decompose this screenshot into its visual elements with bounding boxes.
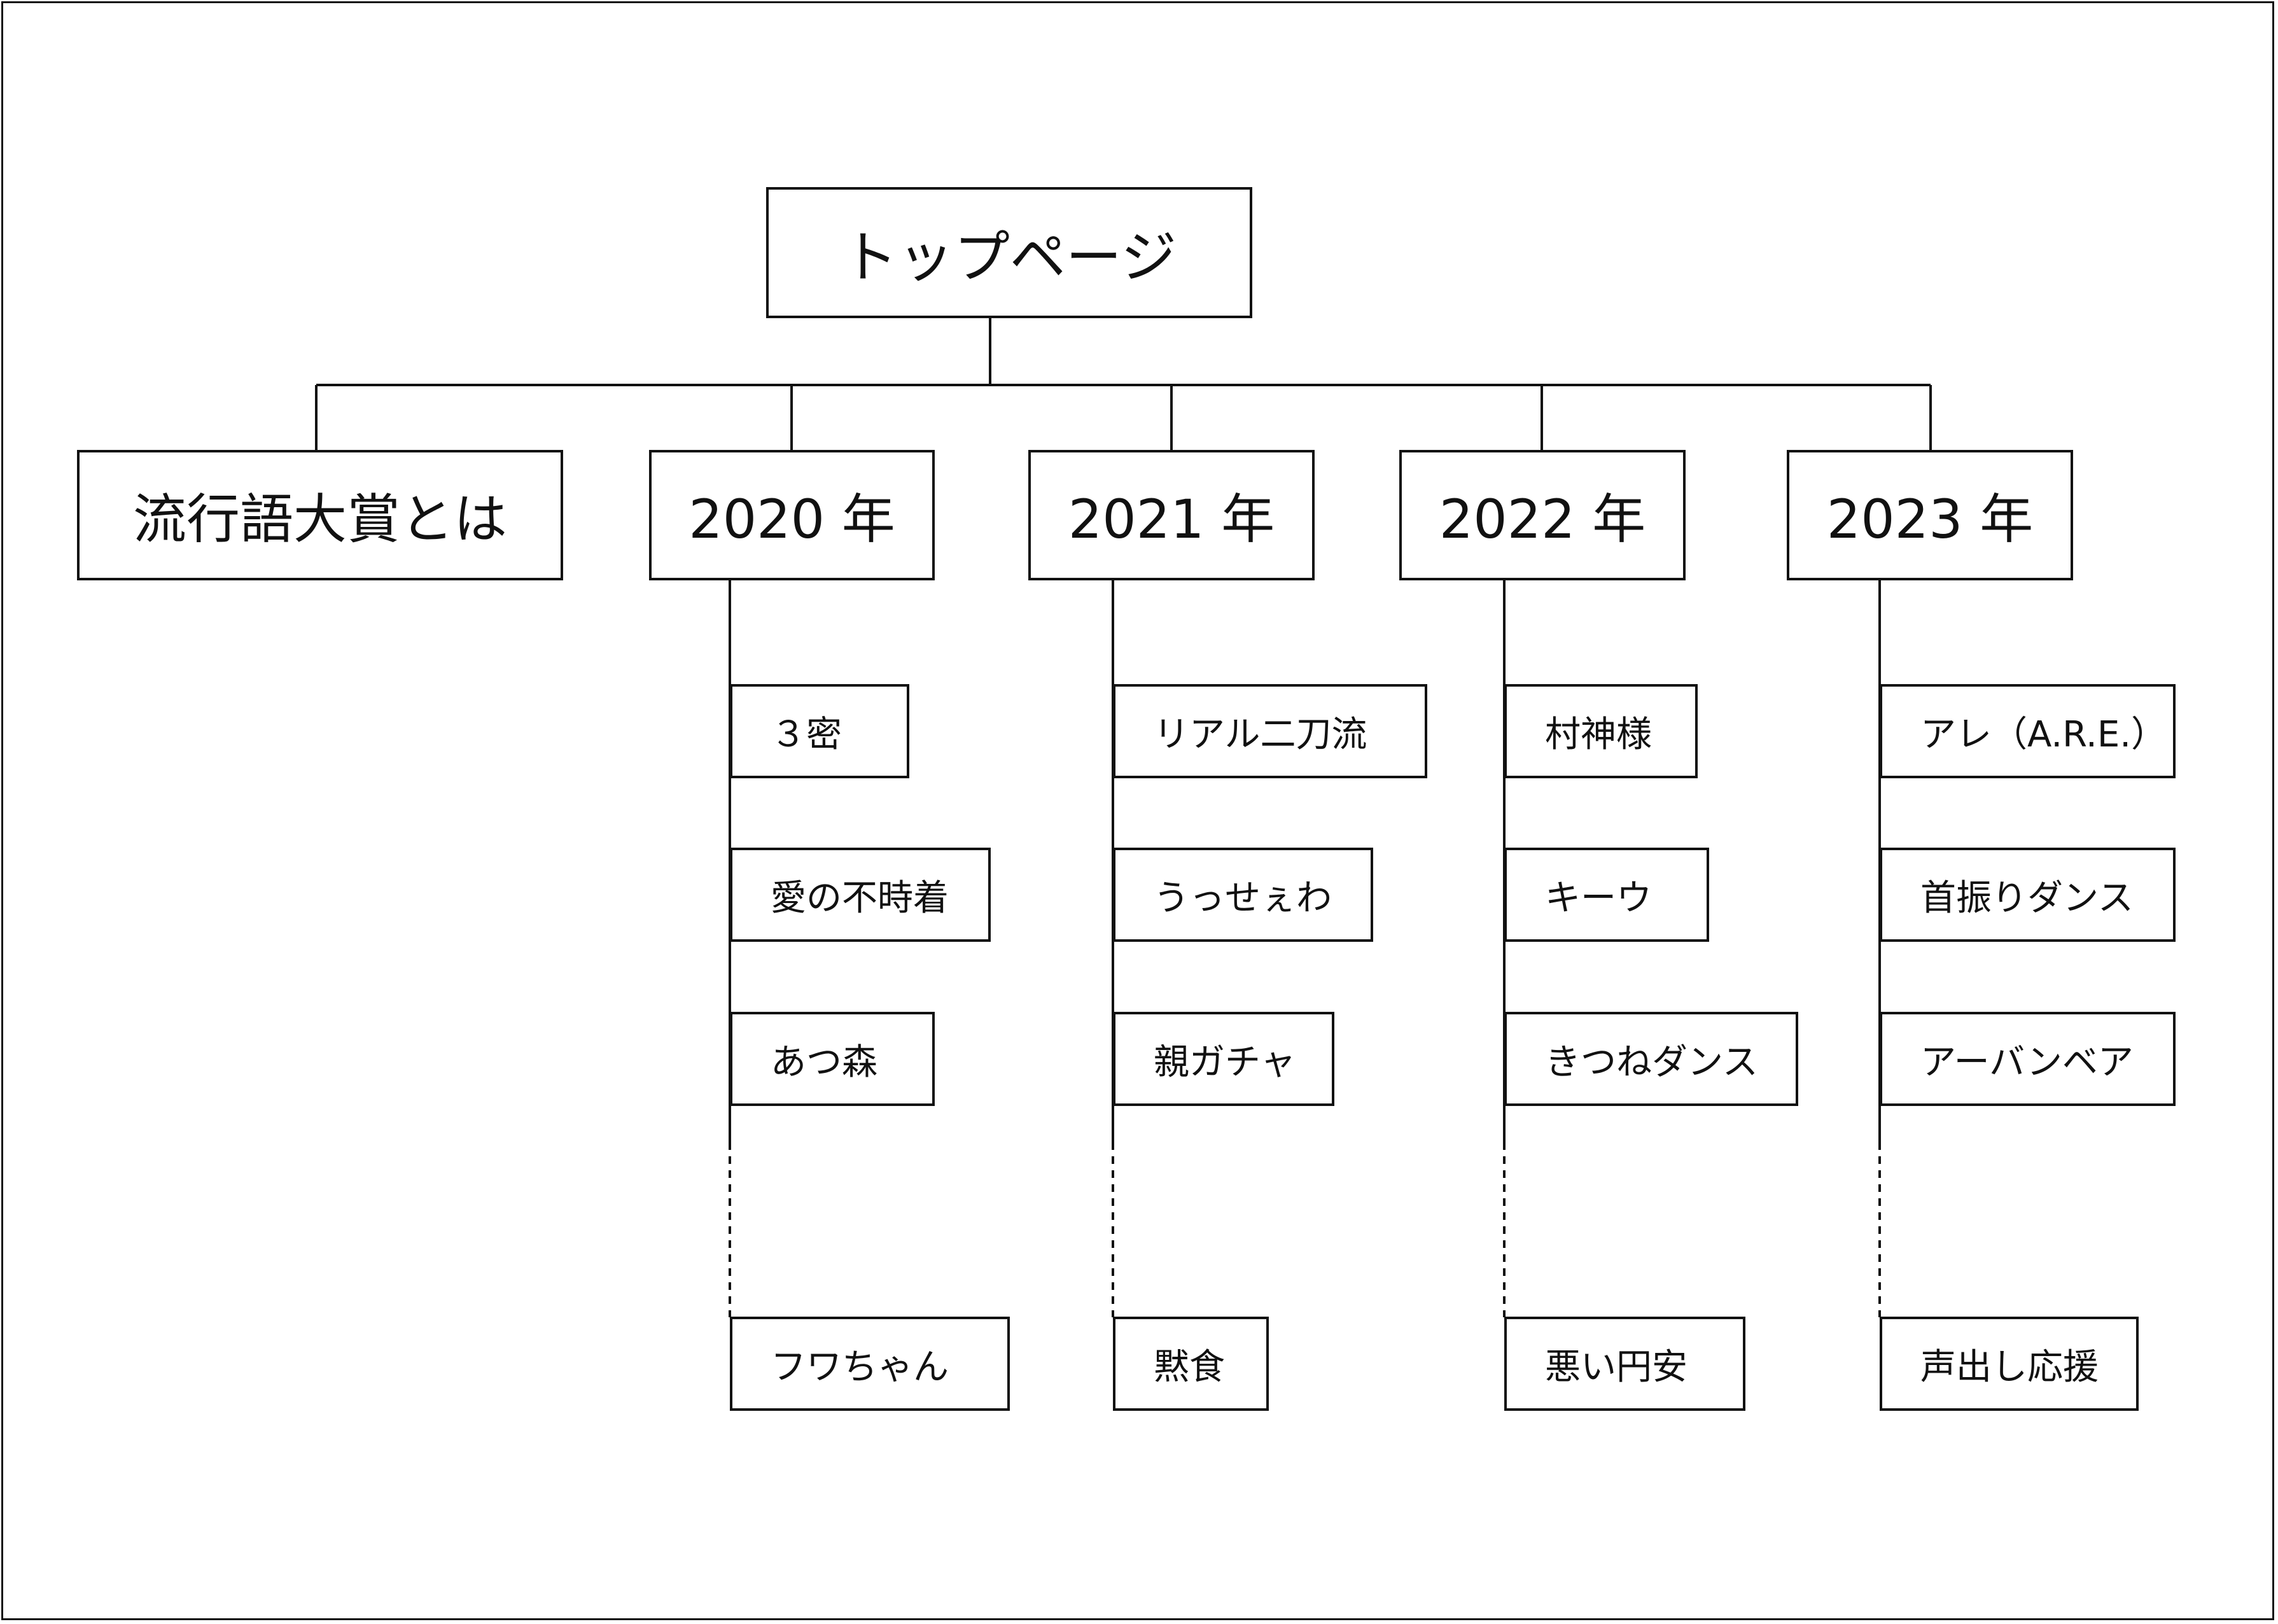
list-item[interactable]: キーウ [1504, 848, 1709, 942]
year-2022-node[interactable]: 2022 年 [1399, 450, 1686, 580]
list-item-label: アーバンベア [1920, 1041, 2134, 1083]
list-item[interactable]: 村神様 [1504, 684, 1698, 778]
list-item[interactable]: フワちゃん [730, 1317, 1010, 1411]
list-item-label: うっせぇわ [1154, 877, 1332, 919]
about-node[interactable]: 流行語大賞とは [77, 450, 563, 580]
list-item-label: 悪い円安 [1545, 1346, 1688, 1388]
list-item-label: 黙食 [1154, 1346, 1225, 1388]
list-item-label: きつねダンス [1545, 1041, 1758, 1083]
list-item[interactable]: きつねダンス [1504, 1012, 1798, 1106]
list-item[interactable]: うっせぇわ [1113, 848, 1373, 942]
list-item[interactable]: 悪い円安 [1504, 1317, 1745, 1411]
year-2020-label: 2020 年 [688, 488, 895, 550]
list-item[interactable]: 親ガチャ [1113, 1012, 1334, 1106]
list-item-label: フワちゃん [771, 1346, 949, 1388]
year-2023-label: 2023 年 [1826, 488, 2034, 550]
list-item[interactable]: 声出し応援 [1880, 1317, 2139, 1411]
list-item-label: 親ガチャ [1154, 1041, 1296, 1083]
list-item[interactable]: 黙食 [1113, 1317, 1269, 1411]
list-item-label: 村神様 [1545, 713, 1652, 755]
list-item[interactable]: ３密 [730, 684, 909, 778]
list-item[interactable]: 愛の不時着 [730, 848, 991, 942]
list-item[interactable]: あつ森 [730, 1012, 935, 1106]
root-label: トップページ [841, 224, 1177, 290]
year-2022-label: 2022 年 [1439, 488, 1646, 550]
list-item-label: リアル二刀流 [1154, 713, 1367, 755]
list-item[interactable]: 首振りダンス [1880, 848, 2176, 942]
about-label: 流行語大賞とは [132, 488, 507, 550]
year-2021-node[interactable]: 2021 年 [1028, 450, 1315, 580]
list-item-label: キーウ [1545, 877, 1652, 919]
year-2023-node[interactable]: 2023 年 [1787, 450, 2073, 580]
root-node[interactable]: トップページ [766, 187, 1252, 318]
list-item-label: あつ森 [771, 1041, 877, 1083]
list-item-label: アレ（A.R.E.） [1920, 713, 2167, 755]
list-item-label: 首振りダンス [1920, 877, 2134, 919]
year-2020-node[interactable]: 2020 年 [649, 450, 935, 580]
list-item-label: 声出し応援 [1920, 1346, 2099, 1388]
list-item-label: ３密 [771, 713, 842, 755]
list-item[interactable]: アーバンベア [1880, 1012, 2176, 1106]
year-2021-label: 2021 年 [1068, 488, 1275, 550]
list-item[interactable]: リアル二刀流 [1113, 684, 1427, 778]
list-item[interactable]: アレ（A.R.E.） [1880, 684, 2176, 778]
list-item-label: 愛の不時着 [771, 877, 949, 919]
